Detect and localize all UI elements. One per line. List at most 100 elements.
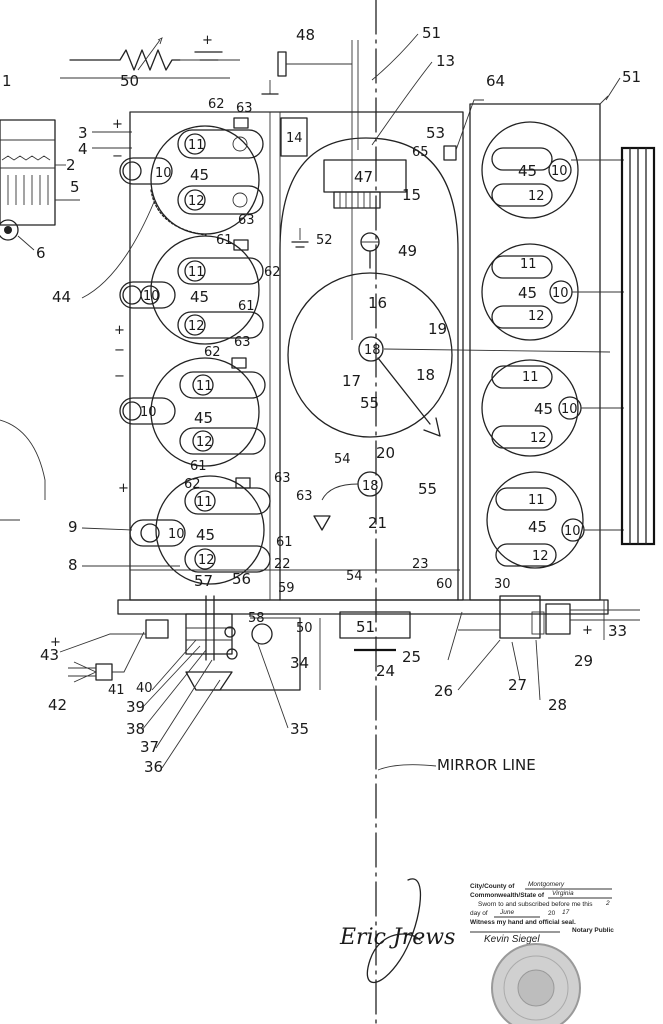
part-label-county-value: Montgomery [528, 881, 565, 888]
part-label-p49: 49 [398, 242, 417, 260]
part-label-p10: 10 [168, 527, 185, 542]
part-label-p18: 18 [362, 479, 379, 494]
part-label-p51: 51 [356, 618, 375, 636]
part-label-p11: 11 [528, 493, 545, 508]
part-label-p4: 4 [78, 140, 88, 158]
part-label-p10: 10 [551, 164, 568, 179]
part-label-p12: 12 [196, 435, 213, 450]
part-label-p45: 45 [518, 284, 537, 302]
part-label-p9: 9 [68, 518, 78, 536]
part-label-p61: 61 [216, 233, 233, 248]
part-label-p21: 21 [368, 514, 387, 532]
part-label-p59: 59 [278, 581, 295, 596]
part-label-p17: 17 [342, 372, 361, 390]
part-label-plus: + [114, 323, 125, 338]
part-label-p34: 34 [290, 654, 309, 672]
part-label-p20: 20 [376, 444, 395, 462]
part-label-p61: 61 [276, 535, 293, 550]
part-label-p63: 63 [274, 471, 291, 486]
part-label-p10: 10 [564, 524, 581, 539]
part-label-p60: 60 [436, 577, 453, 592]
part-label-year-value: 17 [562, 909, 570, 916]
part-label-p61: 61 [190, 459, 207, 474]
part-label-p10: 10 [155, 166, 172, 181]
part-label-plus: + [50, 635, 61, 650]
part-label-p45: 45 [528, 518, 547, 536]
part-label-p11: 11 [188, 138, 205, 153]
part-label-p64: 64 [486, 72, 505, 90]
right-generator-stack: 45 10 12 11 45 10 12 11 45 10 12 11 45 1… [469, 68, 656, 601]
part-label-p37: 37 [140, 738, 159, 756]
part-label-p44: 44 [52, 288, 71, 306]
part-label-p45: 45 [194, 409, 213, 427]
part-label-sworn-line: Sworn to and subscribed before me this [478, 901, 593, 908]
part-label-p10: 10 [561, 402, 578, 417]
part-label-notary-title: Notary Public [572, 927, 614, 934]
part-label-p53: 53 [426, 124, 445, 142]
part-label-p63: 63 [236, 101, 253, 116]
part-label-p51: 51 [622, 68, 641, 86]
part-label-p57: 57 [194, 572, 213, 590]
part-label-plus: + [112, 117, 123, 132]
part-label-p62: 62 [208, 97, 225, 112]
part-label-p11: 11 [520, 257, 537, 272]
part-label-p54: 54 [334, 452, 351, 467]
part-label-p11: 11 [196, 379, 213, 394]
main-housing [117, 111, 609, 615]
part-label-p22: 22 [274, 557, 291, 572]
part-label-p35: 35 [290, 720, 309, 738]
central-drum: 18 16 18 17 55 19 20 55 47 15 49 52 13 5… [261, 24, 611, 601]
mirror-line: MIRROR LINE [375, 0, 536, 1024]
part-label-p56: 56 [232, 570, 251, 588]
part-label-p10: 10 [143, 289, 160, 304]
part-label-day-value: 2 [605, 900, 610, 907]
part-label-p1: 1 [2, 72, 12, 90]
part-label-p42: 42 [48, 696, 67, 714]
part-label-p23: 23 [412, 557, 429, 572]
part-label-p11: 11 [522, 370, 539, 385]
part-label-p40: 40 [136, 681, 153, 696]
part-label-p61: 61 [238, 299, 255, 314]
part-label-p58: 58 [248, 611, 265, 626]
part-label-p6: 6 [36, 244, 46, 262]
part-label-p33: 33 [608, 622, 627, 640]
part-label-state-prefix: Commonwealth/State of [470, 892, 545, 899]
left-external-assembly: 1 3 4 + − 2 5 6 [0, 72, 132, 521]
part-label-p11: 11 [196, 495, 213, 510]
part-label-p13: 13 [436, 52, 455, 70]
part-label-p12: 12 [532, 549, 549, 564]
part-label-p10: 10 [552, 286, 569, 301]
part-label-p27: 27 [508, 676, 527, 694]
part-label-p50: 50 [120, 72, 139, 90]
part-label-p2: 2 [66, 156, 76, 174]
part-label-p5: 5 [70, 178, 80, 196]
part-label-p39: 39 [126, 698, 145, 716]
part-label-p62: 62 [264, 265, 281, 280]
part-label-p12: 12 [198, 553, 215, 568]
part-label-state-value: Virginia [552, 890, 574, 897]
bottom-mechanism: 51 50 24 25 57 56 58 34 35 40 39 38 37 3… [40, 570, 640, 776]
notary-seal [491, 943, 581, 1024]
part-label-county-prefix: City/County of [470, 883, 515, 890]
part-label-p19: 19 [428, 320, 447, 338]
part-label-month-value: June [499, 909, 514, 916]
part-label-p43: 43 [40, 646, 59, 664]
top-circuit: + 50 [60, 33, 240, 90]
part-label-plus: + [202, 33, 213, 48]
part-label-p45: 45 [518, 162, 537, 180]
part-label-p45: 45 [196, 526, 215, 544]
part-label-p38: 38 [126, 720, 145, 738]
part-label-p63: 63 [296, 489, 313, 504]
notary-block: City/County of Montgomery Commonwealth/S… [470, 881, 614, 945]
part-label-p48: 48 [296, 26, 315, 44]
part-label-p15: 15 [402, 186, 421, 204]
part-label-witness-line: Witness my hand and official seal. [470, 919, 576, 926]
part-label-p8: 8 [68, 556, 78, 574]
part-label-p41: 41 [108, 683, 125, 698]
part-label-p28: 28 [548, 696, 567, 714]
part-label-p45: 45 [190, 288, 209, 306]
part-label-p12: 12 [188, 319, 205, 334]
part-label-p63: 63 [238, 213, 255, 228]
part-label-p11: 11 [188, 265, 205, 280]
part-label-p62: 62 [184, 477, 201, 492]
